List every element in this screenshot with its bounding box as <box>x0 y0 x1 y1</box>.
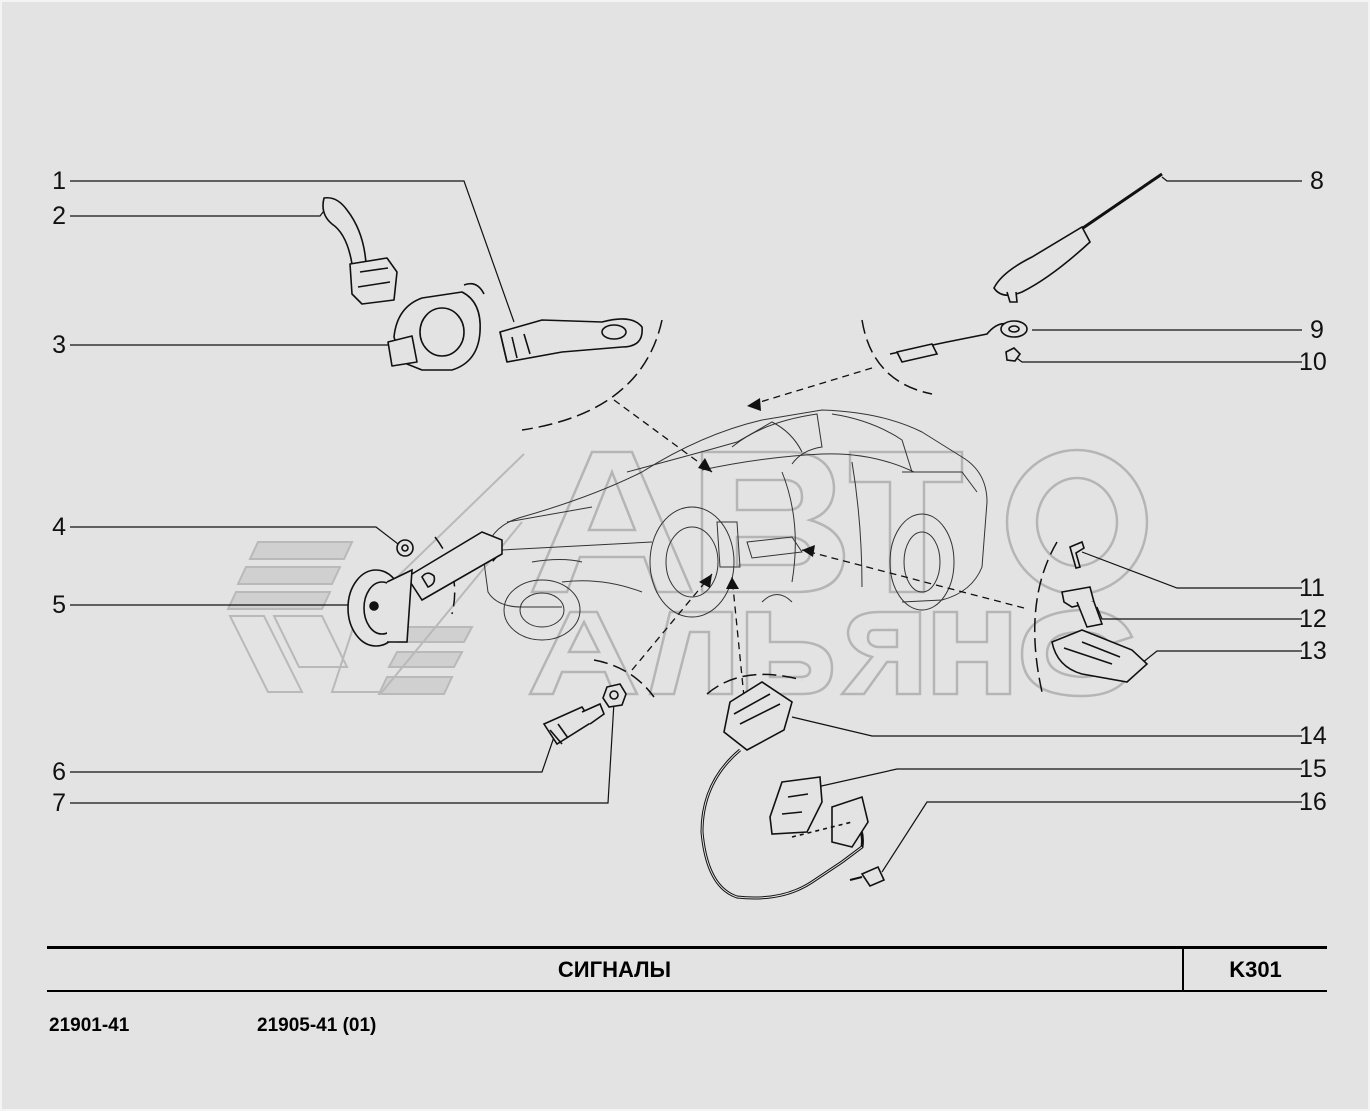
wiper-switch-lever <box>322 196 367 265</box>
callout-14: 14 <box>1299 722 1327 750</box>
trunk-switch-parts <box>1051 540 1149 683</box>
callout-13: 13 <box>1299 637 1327 665</box>
pointer-arrows <box>449 367 1025 698</box>
callout-9: 9 <box>1310 316 1324 344</box>
title-block: СИГНАЛЫ K301 <box>47 946 1327 992</box>
switch-13 <box>1051 629 1149 683</box>
model-code-left: 21901-41 <box>49 1015 130 1036</box>
diagram-title: СИГНАЛЫ <box>557 956 672 982</box>
callout-4: 4 <box>52 513 66 541</box>
callout-16: 16 <box>1299 788 1327 816</box>
watermark-text <box>527 448 1149 698</box>
sensor-parts <box>700 681 886 900</box>
antenna-parts <box>889 172 1163 363</box>
screw-16 <box>860 865 886 887</box>
screw-11 <box>1069 540 1085 569</box>
callout-5: 5 <box>52 591 66 619</box>
holder-15 <box>769 776 823 835</box>
location-arcs <box>434 319 1058 698</box>
connector-14 <box>723 681 793 751</box>
antenna-nut <box>1005 347 1022 362</box>
callout-15: 15 <box>1299 755 1327 783</box>
column-switch-parts <box>322 196 643 371</box>
antenna-base <box>993 225 1091 296</box>
callout-12: 12 <box>1299 605 1327 633</box>
callout-6: 6 <box>52 758 66 786</box>
callout-2: 2 <box>52 202 66 230</box>
callout-10: 10 <box>1299 348 1327 376</box>
diagram-code: K301 <box>1229 956 1282 982</box>
callout-11: 11 <box>1299 574 1325 602</box>
callout-1: 1 <box>52 167 66 195</box>
car-outline <box>483 409 988 641</box>
callout-3: 3 <box>52 331 66 359</box>
brake-switch-parts <box>542 683 627 746</box>
callout-7: 7 <box>52 789 66 817</box>
horn-parts <box>347 531 503 647</box>
callout-8: 8 <box>1310 167 1324 195</box>
model-code-right: 21905-41 (01) <box>257 1015 377 1036</box>
title-divider <box>1182 949 1184 990</box>
